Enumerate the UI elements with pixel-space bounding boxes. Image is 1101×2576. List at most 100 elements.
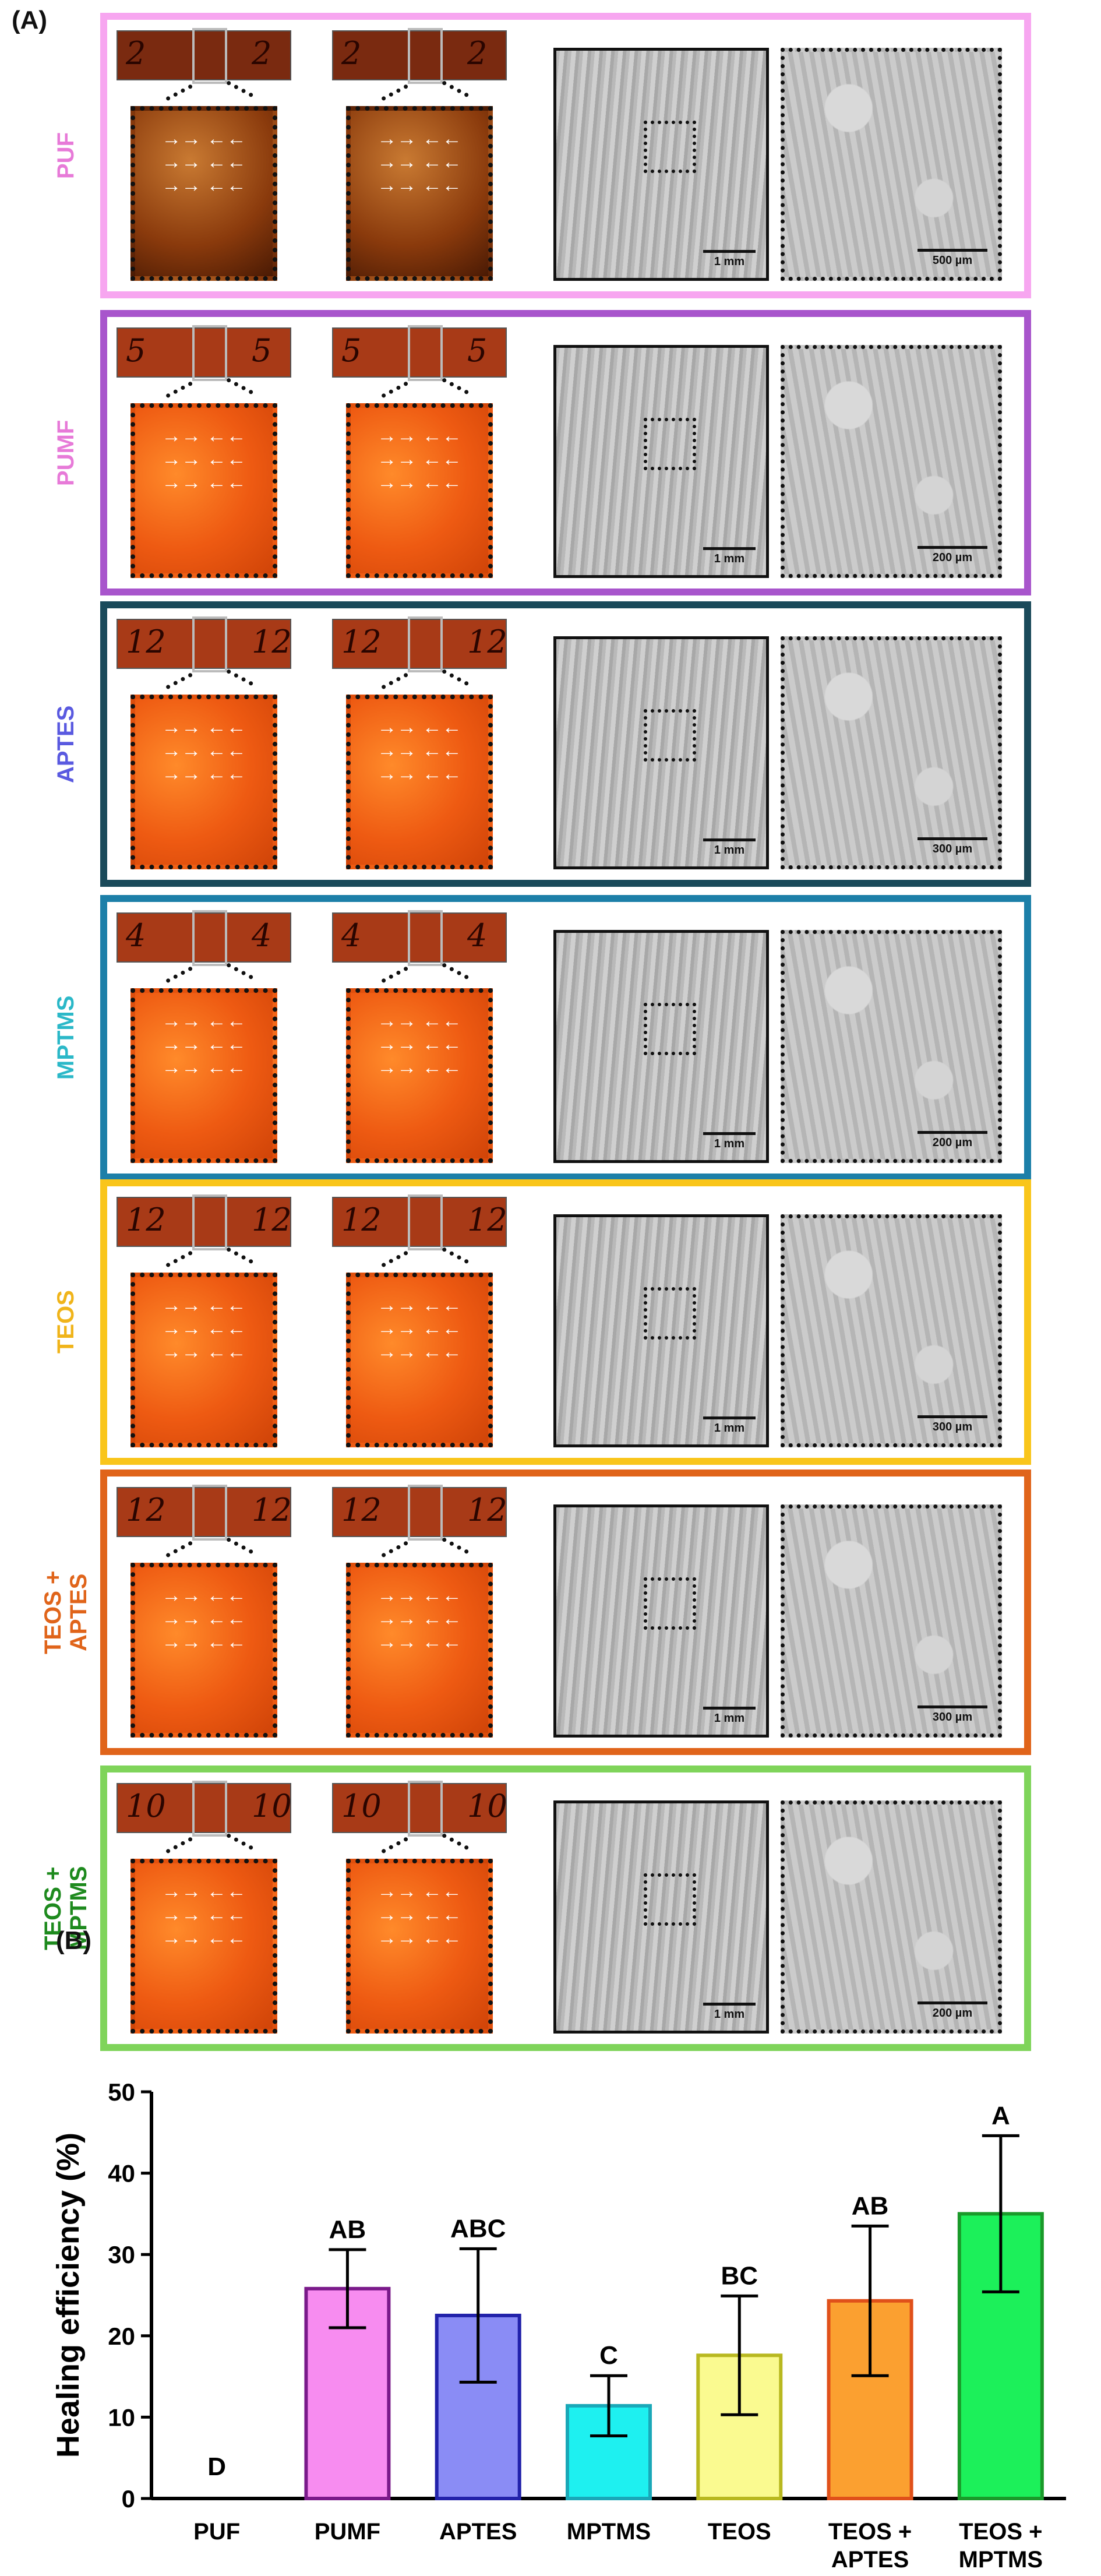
- crack-arrow-icons: →→ ←←→→ ←←→→ ←←: [161, 1584, 246, 1653]
- x-tick-label: TEOS +: [959, 2519, 1042, 2545]
- scale-bar: 1 mm: [703, 2003, 756, 2021]
- crack-region-marker: [408, 1194, 443, 1250]
- x-tick-label: TEOS: [708, 2519, 771, 2545]
- crack-arrow-icons: →→ ←←→→ ←←→→ ←←: [161, 1880, 246, 1949]
- sample-row: [100, 601, 1031, 887]
- significance-letter: AB: [329, 2215, 366, 2244]
- scale-bar-label: 1 mm: [714, 1712, 745, 1725]
- crack-arrow-icons: →→ ←←→→ ←←→→ ←←: [377, 425, 462, 494]
- sem-overview-image: 1 mm: [553, 636, 769, 869]
- sem-zoom-region-marker: [644, 1003, 696, 1055]
- strip-number: 12: [341, 1492, 382, 1528]
- scale-bar-label: 300 µm: [932, 1711, 973, 1724]
- sem-overview-image: 1 mm: [553, 48, 769, 281]
- scale-bar-label: 1 mm: [714, 2008, 745, 2021]
- y-tick-label: 20: [108, 2323, 135, 2350]
- significance-letter: C: [599, 2341, 618, 2370]
- scale-bar-label: 200 µm: [932, 1136, 973, 1149]
- x-tick-label: PUMF: [315, 2519, 380, 2545]
- x-tick-label: MPTMS: [959, 2547, 1043, 2573]
- scale-bar-label: 200 µm: [932, 2007, 973, 2020]
- scale-bar: 1 mm: [703, 1416, 756, 1435]
- strip-number: 2: [467, 35, 488, 72]
- row-label: PUMF: [53, 420, 79, 486]
- crack-zoom-photo: →→ ←←→→ ←←→→ ←←: [346, 695, 493, 869]
- scale-bar: 300 µm: [918, 837, 987, 856]
- crack-arrow-icons: →→ ←←→→ ←←→→ ←←: [377, 128, 462, 196]
- crack-region-marker: [192, 616, 227, 672]
- strip-number: 4: [252, 917, 272, 954]
- row-label: TEOS: [53, 1290, 79, 1354]
- scale-bar-label: 1 mm: [714, 844, 745, 857]
- scale-bar-label: 1 mm: [714, 255, 745, 268]
- strip-number: 10: [341, 1788, 382, 1824]
- scale-bar: 200 µm: [918, 546, 987, 565]
- x-tick-label: APTES: [439, 2519, 517, 2545]
- strip-number: 12: [467, 1201, 507, 1238]
- strip-number: 12: [467, 623, 507, 660]
- strip-number: 12: [252, 1492, 292, 1528]
- y-tick-label: 40: [108, 2160, 135, 2187]
- sample-row: [100, 13, 1031, 298]
- strip-number: 2: [126, 35, 146, 72]
- sem-overview-image: 1 mm: [553, 1214, 769, 1447]
- strip-number: 12: [126, 1201, 166, 1238]
- strip-number: 12: [252, 623, 292, 660]
- strip-number: 2: [341, 35, 362, 72]
- crack-region-marker: [192, 325, 227, 381]
- crack-zoom-photo: →→ ←←→→ ←←→→ ←←: [130, 106, 277, 281]
- sem-zoom-region-marker: [644, 709, 696, 762]
- row-label: TEOS + APTES: [40, 1570, 91, 1654]
- sem-zoom-region-marker: [644, 1873, 696, 1926]
- y-tick-label: 30: [108, 2241, 135, 2268]
- crack-zoom-photo: →→ ←←→→ ←←→→ ←←: [346, 1273, 493, 1447]
- x-tick-label: TEOS +: [828, 2519, 912, 2545]
- scale-bar-label: 1 mm: [714, 1137, 745, 1150]
- scale-bar-label: 300 µm: [932, 1421, 973, 1433]
- crack-zoom-photo: →→ ←←→→ ←←→→ ←←: [346, 106, 493, 281]
- crack-zoom-photo: →→ ←←→→ ←←→→ ←←: [346, 1859, 493, 2034]
- sem-magnified-image: 300 µm: [781, 1214, 1002, 1447]
- scale-bar: 200 µm: [918, 2001, 987, 2020]
- strip-number: 4: [467, 917, 488, 954]
- crack-region-marker: [408, 28, 443, 84]
- crack-arrow-icons: →→ ←←→→ ←←→→ ←←: [161, 1294, 246, 1363]
- sem-zoom-region-marker: [644, 121, 696, 173]
- crack-arrow-icons: →→ ←←→→ ←←→→ ←←: [377, 1584, 462, 1653]
- scale-bar-label: 1 mm: [714, 1422, 745, 1435]
- scale-bar-label: 500 µm: [932, 254, 973, 267]
- sample-strip-photo: 12 12: [332, 616, 507, 672]
- crack-zoom-photo: →→ ←←→→ ←←→→ ←←: [130, 695, 277, 869]
- row-label: PUF: [53, 132, 79, 179]
- crack-arrow-icons: →→ ←←→→ ←←→→ ←←: [161, 716, 246, 785]
- sem-magnified-image: 300 µm: [781, 1504, 1002, 1738]
- strip-number: 5: [126, 332, 146, 369]
- sample-row: [100, 1179, 1031, 1465]
- crack-region-marker: [408, 910, 443, 966]
- crack-region-marker: [408, 325, 443, 381]
- sem-magnified-image: 200 µm: [781, 1800, 1002, 2034]
- y-axis-title: Healing efficiency (%): [51, 2133, 86, 2458]
- scale-bar: 1 mm: [703, 1132, 756, 1151]
- scale-bar: 300 µm: [918, 1705, 987, 1724]
- strip-number: 10: [252, 1788, 292, 1824]
- x-tick-label: PUF: [193, 2519, 240, 2545]
- strip-number: 12: [467, 1492, 507, 1528]
- strip-number: 12: [341, 623, 382, 660]
- sem-zoom-region-marker: [644, 1577, 696, 1630]
- scale-bar: 300 µm: [918, 1415, 987, 1434]
- scale-bar: 200 µm: [918, 1131, 987, 1150]
- y-tick-label: 50: [108, 2078, 135, 2106]
- sem-magnified-image: 500 µm: [781, 48, 1002, 281]
- significance-letter: A: [991, 2101, 1010, 2130]
- strip-number: 5: [341, 332, 362, 369]
- crack-arrow-icons: →→ ←←→→ ←←→→ ←←: [377, 1294, 462, 1363]
- crack-region-marker: [408, 1781, 443, 1837]
